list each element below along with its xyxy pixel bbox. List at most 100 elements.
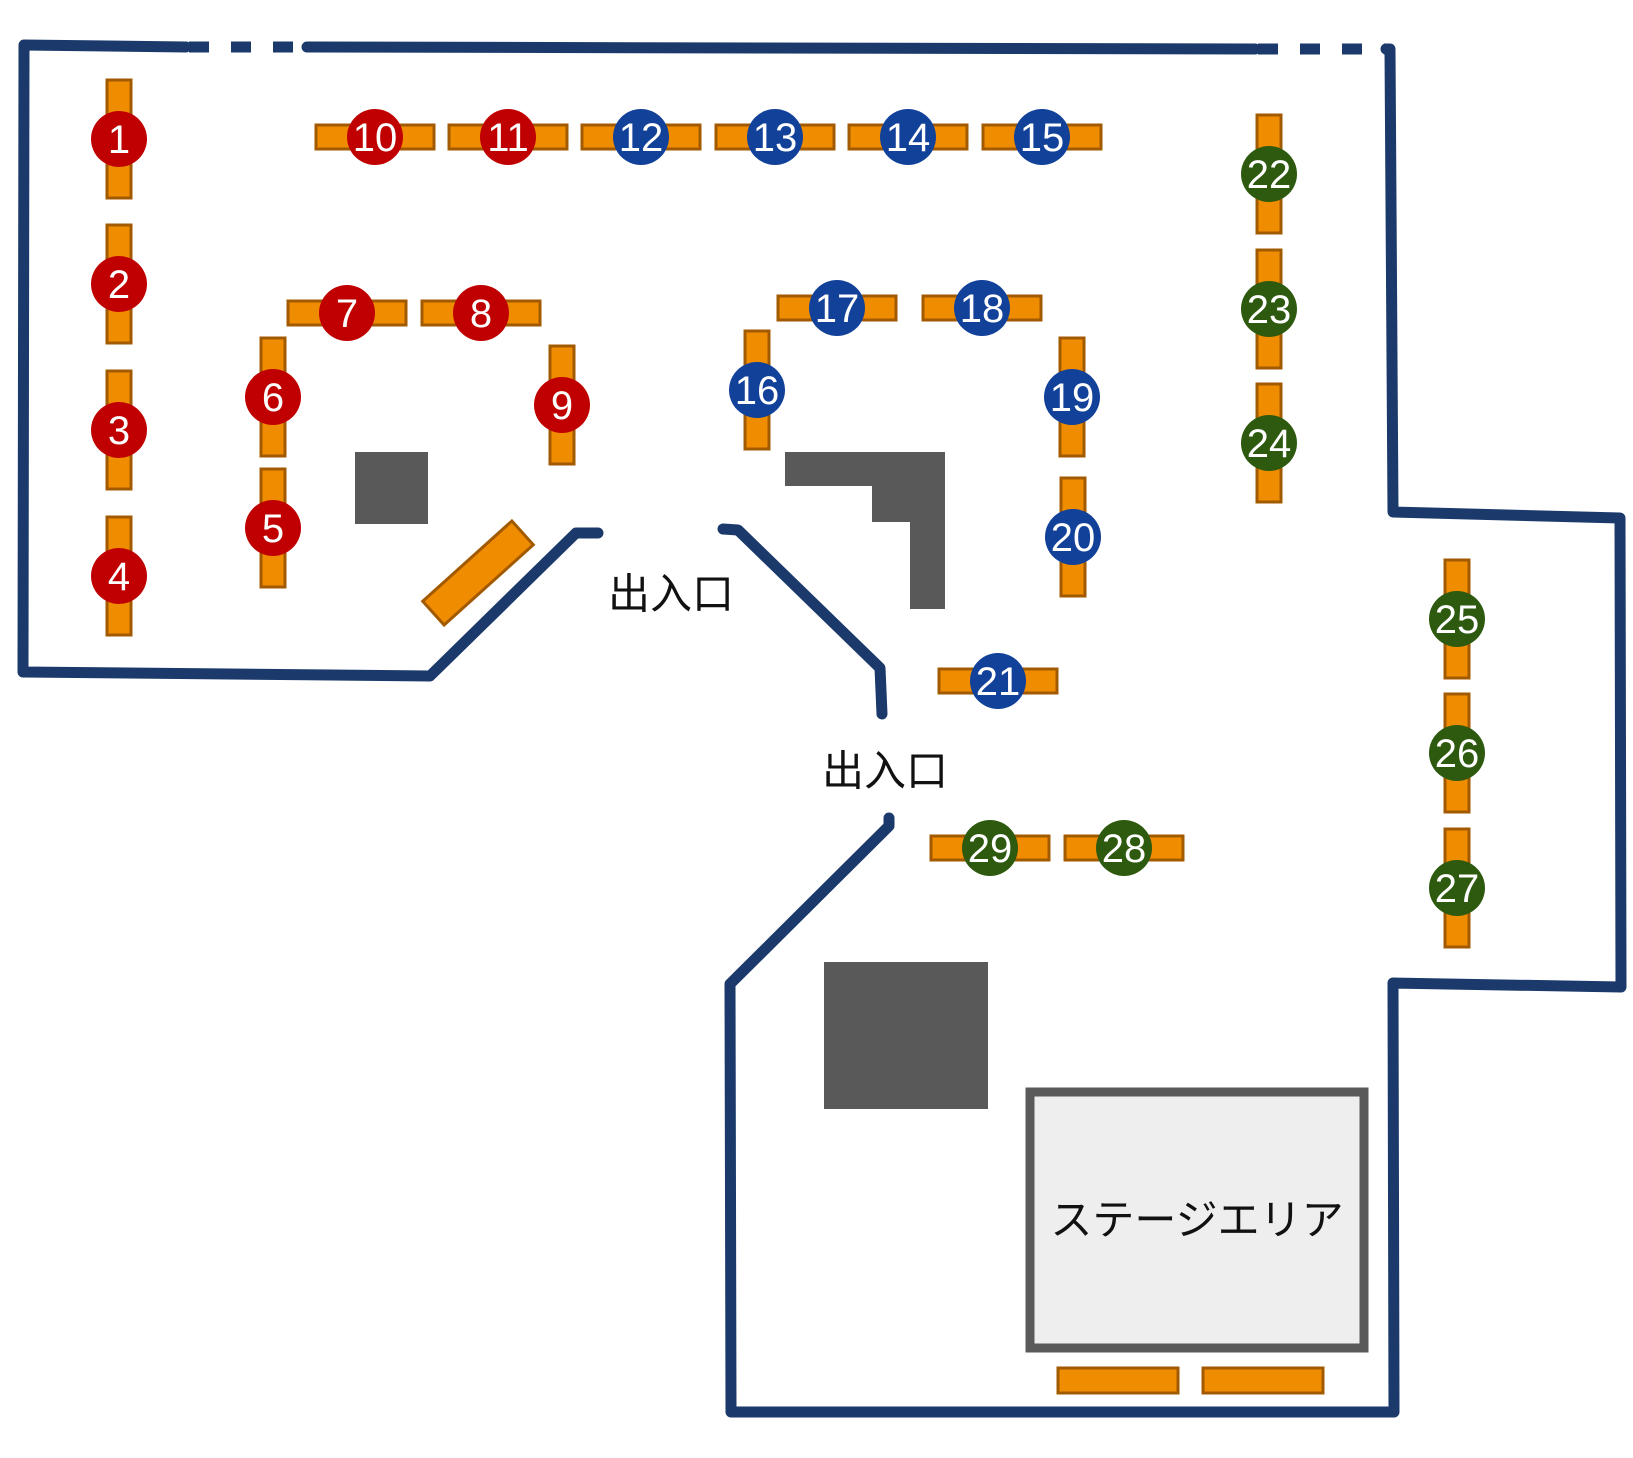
booth-27: 27 <box>1429 827 1485 949</box>
booth-20: 20 <box>1045 476 1101 598</box>
booth-number-label: 19 <box>1050 376 1095 420</box>
booth-17: 17 <box>776 280 898 336</box>
booth-number-label: 8 <box>470 292 492 336</box>
stage-box <box>1025 1087 1369 1353</box>
booth-number-badge <box>1241 281 1297 337</box>
booth-number-badge <box>245 500 301 556</box>
booth-number-badge <box>1429 860 1485 916</box>
wall-right-upper <box>724 43 1627 1418</box>
booth-number-badge <box>1014 109 1070 165</box>
booth-24: 24 <box>1241 382 1297 504</box>
booth-number-badge <box>1241 146 1297 202</box>
booth-number-label: 12 <box>619 116 664 160</box>
stage-table <box>1056 1366 1180 1395</box>
booth-number-badge <box>809 280 865 336</box>
booth-28: 28 <box>1063 820 1185 876</box>
booth-number-label: 27 <box>1435 867 1480 911</box>
booth-19: 19 <box>1044 336 1100 458</box>
booth-number-badge <box>91 548 147 604</box>
booth-29: 29 <box>929 820 1051 876</box>
booth-26: 26 <box>1429 692 1485 814</box>
reception-table <box>420 518 536 628</box>
booth-number-badge <box>1241 415 1297 471</box>
booth-number-label: 24 <box>1247 422 1292 466</box>
booth-25: 25 <box>1429 558 1485 680</box>
booth-11: 11 <box>447 109 569 165</box>
booth-number-label: 1 <box>108 118 130 162</box>
booth-number-label: 3 <box>108 409 130 453</box>
booth-9: 9 <box>534 344 590 466</box>
booth-number-label: 22 <box>1247 153 1292 197</box>
booth-number-badge <box>747 109 803 165</box>
booth-6: 6 <box>245 336 301 458</box>
booth-14: 14 <box>847 109 969 165</box>
booth-8: 8 <box>420 285 542 341</box>
booth-4: 4 <box>91 515 147 637</box>
booth-number-badge <box>970 653 1026 709</box>
pillar <box>824 962 988 1109</box>
booth-number-label: 29 <box>968 827 1013 871</box>
wall-top <box>301 41 1261 55</box>
booth-21: 21 <box>937 653 1059 709</box>
stage-label: ステージエリア <box>1050 1196 1343 1245</box>
entrance-label-upper: 出入口 <box>608 570 734 619</box>
booth-number-label: 18 <box>960 287 1005 331</box>
booth-number-badge <box>880 109 936 165</box>
booth-number-badge <box>91 111 147 167</box>
stage-table <box>1201 1366 1325 1395</box>
booth-number-label: 16 <box>735 369 780 413</box>
booth-number-badge <box>613 109 669 165</box>
booth-number-badge <box>347 109 403 165</box>
booth-number-badge <box>1044 369 1100 425</box>
booth-number-label: 9 <box>551 384 573 428</box>
booth-number-badge <box>534 377 590 433</box>
booth-1: 1 <box>91 78 147 200</box>
booth-5: 5 <box>245 467 301 589</box>
pillar-l-shaped <box>785 452 945 609</box>
booth-number-badge <box>91 256 147 312</box>
booth-18: 18 <box>921 280 1043 336</box>
booth-number-badge <box>1429 591 1485 647</box>
booth-number-label: 17 <box>815 287 860 331</box>
booth-number-badge <box>1429 725 1485 781</box>
booth-13: 13 <box>714 109 836 165</box>
booth-7: 7 <box>286 285 408 341</box>
booth-number-label: 20 <box>1051 516 1096 560</box>
booth-number-label: 21 <box>976 660 1021 704</box>
booth-16: 16 <box>729 329 785 451</box>
booth-number-label: 26 <box>1435 732 1480 776</box>
booth-number-badge <box>962 820 1018 876</box>
booth-number-label: 28 <box>1102 827 1147 871</box>
walls <box>17 39 1627 1418</box>
booth-number-badge <box>91 402 147 458</box>
booth-number-label: 2 <box>108 263 130 307</box>
booth-number-label: 11 <box>487 116 529 160</box>
booth-23: 23 <box>1241 248 1297 370</box>
booth-number-label: 13 <box>753 116 798 160</box>
booth-number-badge <box>453 285 509 341</box>
stage-area: ステージエリア <box>1025 1087 1369 1353</box>
booth-number-badge <box>319 285 375 341</box>
booth-number-badge <box>1096 820 1152 876</box>
pillar <box>355 452 428 524</box>
booth-number-label: 10 <box>353 116 398 160</box>
booth-number-label: 4 <box>108 555 130 599</box>
entrance-label-lower: 出入口 <box>822 747 948 796</box>
booth-number-badge <box>245 369 301 425</box>
booth-number-label: 23 <box>1247 288 1292 332</box>
booth-number-label: 14 <box>886 116 931 160</box>
booth-15: 15 <box>981 109 1103 165</box>
booth-3: 3 <box>91 369 147 491</box>
booth-10: 10 <box>314 109 436 165</box>
wall-left-room <box>17 39 604 682</box>
booth-2: 2 <box>91 223 147 345</box>
wall-entrance-divider <box>717 523 888 720</box>
booth-number-badge <box>480 109 536 165</box>
booth-number-label: 7 <box>336 292 358 336</box>
booth-number-label: 5 <box>262 507 284 551</box>
booth-number-badge <box>954 280 1010 336</box>
booth-22: 22 <box>1241 113 1297 235</box>
booth-number-label: 15 <box>1020 116 1065 160</box>
